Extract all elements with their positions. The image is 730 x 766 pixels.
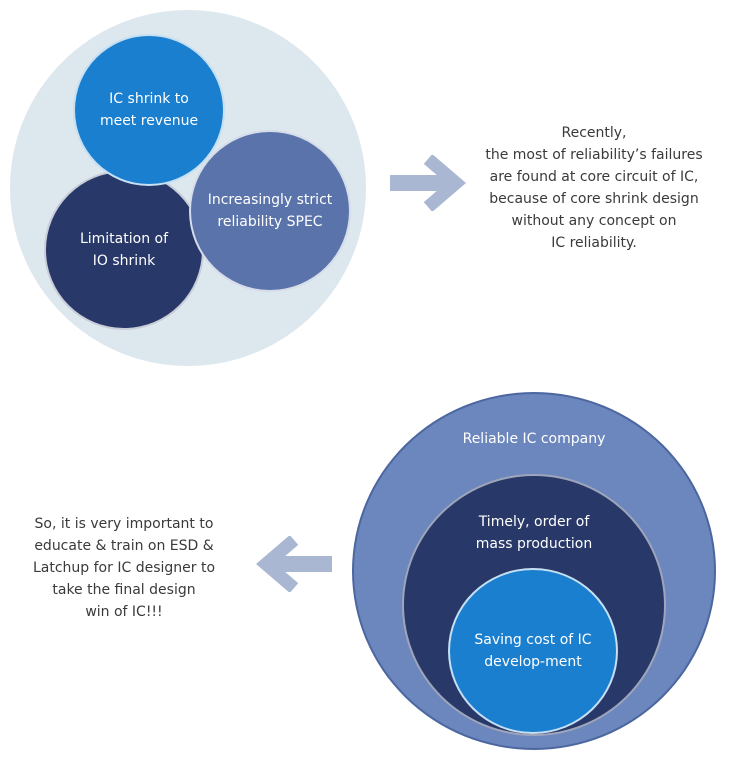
inner-label: Saving cost of IC develop-ment: [474, 632, 592, 670]
middle-label: Timely, order of mass production: [475, 514, 593, 552]
outer-label: Reliable IC company: [462, 431, 606, 447]
top-note: Recently, the most of reliability’s fail…: [485, 125, 703, 251]
bottom-note: So, it is very important to educate & tr…: [32, 516, 216, 620]
left-arrow-icon: [256, 536, 332, 592]
inner-circle-saving-cost: Saving cost of IC develop-ment: [448, 568, 618, 734]
io-shrink-label: Limitation of IO shrink: [79, 231, 169, 269]
shrink-revenue-circle: IC shrink to meet revenue: [73, 34, 225, 186]
io-shrink-circle: Limitation of IO shrink: [44, 170, 204, 330]
right-arrow-icon: [390, 155, 466, 211]
reliability-spec-label: Increasingly strict reliability SPEC: [207, 192, 333, 230]
shrink-revenue-label: IC shrink to meet revenue: [99, 91, 199, 129]
reliability-spec-circle: Increasingly strict reliability SPEC: [189, 130, 351, 292]
